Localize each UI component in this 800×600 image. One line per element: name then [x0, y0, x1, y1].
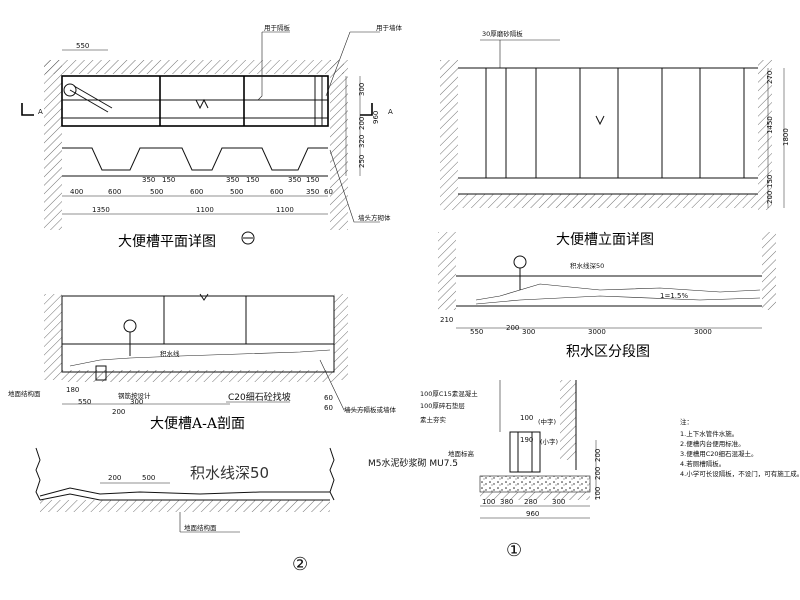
label-partition: 用于隔板: [264, 23, 291, 32]
detail1-dim: 300: [552, 498, 565, 506]
zoning-dim: 200: [506, 324, 519, 332]
zoning-dim: 210: [440, 316, 453, 324]
elev-dim: 270: [766, 71, 774, 84]
plan-dim: 200: [358, 117, 366, 130]
plan-dim: 300: [358, 83, 366, 96]
section-rebar: 钢筋按设计: [118, 391, 151, 400]
detail1-c15: 100厚C15素混凝土: [420, 389, 478, 398]
plan-dim: 250: [358, 155, 366, 168]
detail1-soil: 素土夯实: [420, 415, 447, 424]
detail2-marker: ②: [292, 554, 308, 575]
detail1-dim: 100: [520, 414, 533, 422]
detail2-dim: 500: [142, 474, 155, 482]
label-end-wall: 墙头方砌体: [358, 213, 391, 222]
section-title: 大便槽A-A剖面: [150, 416, 245, 432]
section-water-line: 积水线: [160, 349, 180, 358]
section-dim: 180: [66, 386, 79, 394]
zoning-depth: 积水线深50: [570, 261, 604, 270]
elev-dim: 1800: [782, 128, 790, 146]
plan-dim: 960: [372, 111, 380, 124]
plan-dim: 600: [190, 188, 203, 196]
detail1-dim: 200: [594, 449, 602, 462]
section-dim: 60: [324, 394, 333, 402]
section-view: 积水线 地面结构面 钢筋按设计 C20细石砼找坡 墙头方隔板或墙体 180 55…: [8, 293, 397, 432]
section-end: 墙头方隔板或墙体: [344, 405, 397, 414]
detail1-dim: 960: [526, 510, 539, 518]
detail1-dim: 100: [594, 487, 602, 500]
plan-title: 大便槽平面详图: [118, 234, 216, 250]
plan-dim: 600: [270, 188, 283, 196]
elev-dim: 1450: [766, 116, 774, 134]
plan-dim: 600: [108, 188, 121, 196]
plan-dim: 350: [142, 176, 155, 184]
section-floor: 地面结构面: [8, 389, 41, 398]
plan-dim: 1350: [92, 206, 110, 214]
plan-left-wall: [44, 60, 62, 230]
plan-dim: 1100: [276, 206, 294, 214]
detail1-small: (小字): [540, 437, 558, 446]
plan-dim: 350: [226, 176, 239, 184]
plan-dim-top: 550: [76, 42, 89, 50]
plan-dim: 400: [70, 188, 83, 196]
plan-dim: 60: [324, 188, 333, 196]
notes-heading: 注：: [680, 417, 693, 426]
notes-block: 注： 1.上下水管件水施。 2.便槽内台便用标准。 3.便槽用C20细石混凝土。…: [680, 417, 800, 478]
zoning-slope: 1=1.5%: [660, 292, 688, 300]
section-dim: 300: [130, 398, 143, 406]
note-item: 4.小学可长设隔板，不设门，可有施工成。: [680, 469, 800, 478]
elev-dim: 200: [766, 191, 774, 204]
zoning-view: 积水线深50 1=1.5% 210 550 200 300 3000 3000 …: [438, 232, 776, 360]
label-board: 30厚磨砂隔板: [482, 29, 523, 38]
elevation-view: 30厚磨砂隔板 270 1450 1800 150 200 大便槽立面详图: [440, 29, 790, 248]
zoning-dim: 3000: [694, 328, 712, 336]
detail1-dim: 100: [482, 498, 495, 506]
plan-dim: 500: [150, 188, 163, 196]
trough-outline: [61, 75, 329, 127]
detail2-floor: 地面结构面: [184, 523, 217, 532]
section-dim: 200: [112, 408, 125, 416]
note-item: 2.便槽内台便用标准。: [680, 439, 745, 448]
plan-dim: 1100: [196, 206, 214, 214]
detail1-gravel: 100厚碎石垫层: [420, 401, 465, 410]
detail-2: 积水线深50 200 500 地面结构面 ②: [35, 447, 335, 575]
section-concrete: C20细石砼找坡: [228, 391, 291, 403]
plan-dim: 500: [230, 188, 243, 196]
plan-right-wall: [330, 60, 348, 230]
detail1-dim: 190: [520, 436, 533, 444]
plan-dim: 320: [358, 135, 366, 148]
zoning-dim: 550: [470, 328, 483, 336]
plan-dim: 350: [306, 188, 319, 196]
detail1-dim: 280: [524, 498, 537, 506]
detail-1: 100厚C15素混凝土 100厚碎石垫层 素土夯实 地面标高 M5水泥砂浆砌 M…: [368, 380, 602, 561]
plan-view: A A 用于隔板 用于墙体 墙头方砌体 550 400 600 500 600 …: [21, 23, 403, 250]
plan-dim: 150: [306, 176, 319, 184]
plan-dim: 350: [288, 176, 301, 184]
detail1-finish: 地面标高: [448, 449, 475, 458]
section-dim: 550: [78, 398, 91, 406]
plan-dim: 150: [246, 176, 259, 184]
note-item: 3.便槽用C20细石混凝土。: [680, 449, 758, 458]
section-mark-right: A: [388, 108, 393, 116]
detail1-marker: ①: [506, 540, 522, 561]
note-item: 4.若厕槽隔板。: [680, 459, 725, 468]
section-mark-left: A: [38, 108, 43, 116]
axis-marker: [241, 231, 255, 245]
zoning-title: 积水区分段图: [566, 344, 650, 360]
section-dim: 60: [324, 404, 333, 412]
plan-dim: 150: [162, 176, 175, 184]
elev-dim: 150: [766, 175, 774, 188]
note-item: 1.上下水管件水施。: [680, 429, 738, 438]
plan-top-wall: [44, 60, 344, 74]
detail1-brick: M5水泥砂浆砌 MU7.5: [368, 457, 458, 469]
detail2-dim: 200: [108, 474, 121, 482]
label-wall: 用于墙体: [376, 23, 403, 32]
detail1-mid: (中字): [538, 417, 556, 426]
detail1-dim: 380: [500, 498, 513, 506]
zoning-dim: 300: [522, 328, 535, 336]
detail2-depth: 积水线深50: [190, 464, 269, 482]
zoning-dim: 3000: [588, 328, 606, 336]
detail1-dim: 200: [594, 467, 602, 480]
elevation-title: 大便槽立面详图: [556, 232, 654, 248]
